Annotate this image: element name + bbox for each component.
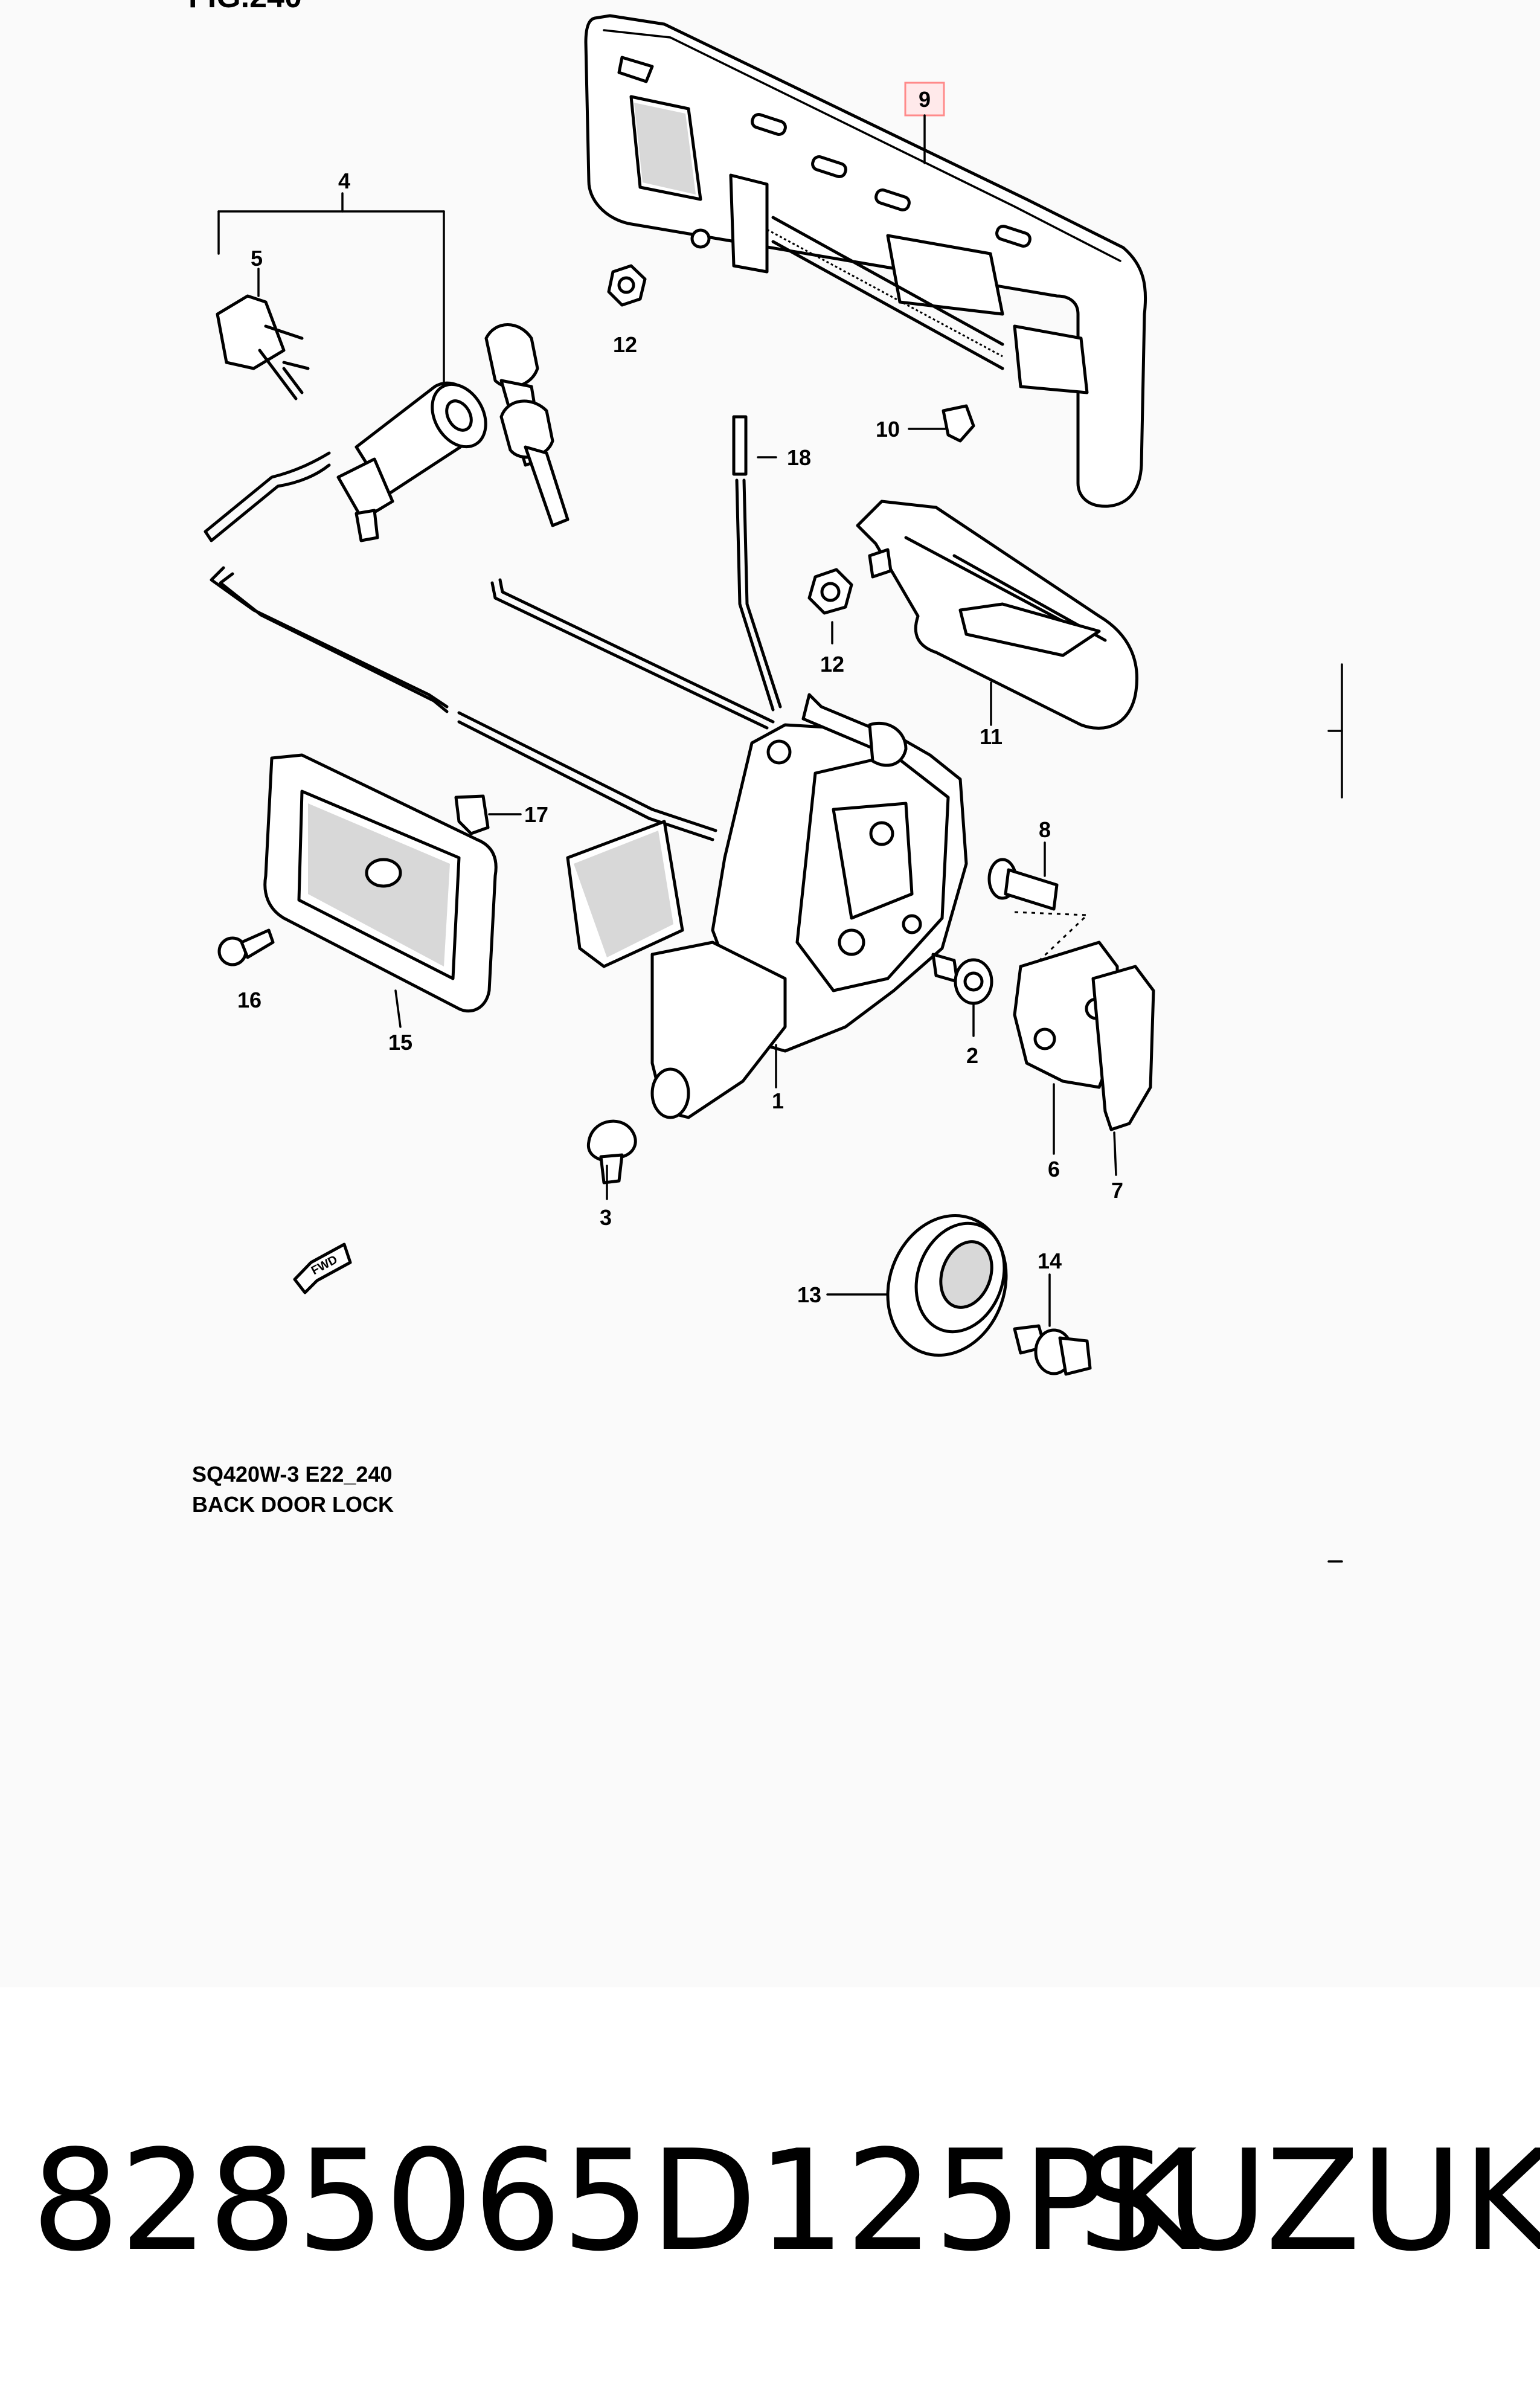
diagram-title: BACK DOOR LOCK	[192, 1492, 394, 1517]
part-4-key-cylinder: 4	[204, 169, 569, 542]
part-7-striker-shim: 7	[1091, 965, 1155, 1203]
part-number: 8285065D125PK	[31, 2121, 1197, 2282]
part-9-callout: 9	[904, 82, 945, 164]
part-info-footer	[0, 1993, 1540, 2392]
part-16-screw: 16	[217, 928, 275, 1012]
part-18-rod: 18	[732, 415, 811, 712]
registration-marks	[1327, 663, 1343, 1563]
callout-10: 10	[876, 417, 900, 442]
part-15-inner-bezel: 15	[263, 753, 498, 1055]
callout-15: 15	[388, 1030, 412, 1055]
inner-link-rod	[490, 578, 775, 730]
part-2-screw: 2	[931, 953, 993, 1068]
fwd-direction-arrow: FWD	[293, 1243, 352, 1294]
callout-12-lower: 12	[820, 652, 844, 677]
callout-14: 14	[1038, 1249, 1062, 1273]
diagram-code: SQ420W-3 E22_240	[192, 1462, 393, 1487]
brand-name: SUZUKI	[1078, 2121, 1540, 2282]
part-12-nut-upper: 12	[607, 264, 647, 357]
callout-13: 13	[797, 1282, 821, 1307]
part-10-clip: 10	[876, 404, 975, 443]
part-13-grommet: 13	[797, 1214, 1008, 1357]
callout-3: 3	[600, 1205, 612, 1230]
callout-18: 18	[787, 445, 811, 470]
callout-11: 11	[980, 724, 1003, 749]
callout-7: 7	[1111, 1178, 1123, 1203]
callout-17: 17	[524, 802, 548, 827]
callout-6: 6	[1048, 1157, 1060, 1182]
callout-5: 5	[251, 246, 263, 271]
part-9-handle-bezel	[584, 14, 1147, 508]
part-12-nut-lower: 12	[807, 568, 853, 677]
part-8-bolt: 8	[987, 817, 1089, 974]
callout-9: 9	[919, 87, 931, 112]
part-17-clip: 17	[454, 794, 548, 835]
callout-16: 16	[237, 988, 261, 1012]
callout-4: 4	[338, 169, 350, 193]
callout-8: 8	[1039, 817, 1051, 842]
part-5-retainer-clip: 5	[216, 246, 310, 400]
part-3-push-clip: 3	[586, 1119, 637, 1230]
part-11-inner-handle: 11	[856, 500, 1138, 749]
callout-2: 2	[966, 1043, 978, 1068]
callout-12-upper: 12	[613, 332, 637, 357]
figure-label: FIG.240	[188, 0, 302, 14]
callout-1: 1	[772, 1088, 784, 1113]
part-9-highlight	[904, 82, 945, 117]
part-14-bolt: 14	[1013, 1249, 1092, 1376]
parts-diagram: FIG.240 9 12 10	[188, 0, 1343, 1563]
long-control-rod	[210, 566, 717, 841]
part-1-lock-assembly: 1	[566, 693, 968, 1119]
